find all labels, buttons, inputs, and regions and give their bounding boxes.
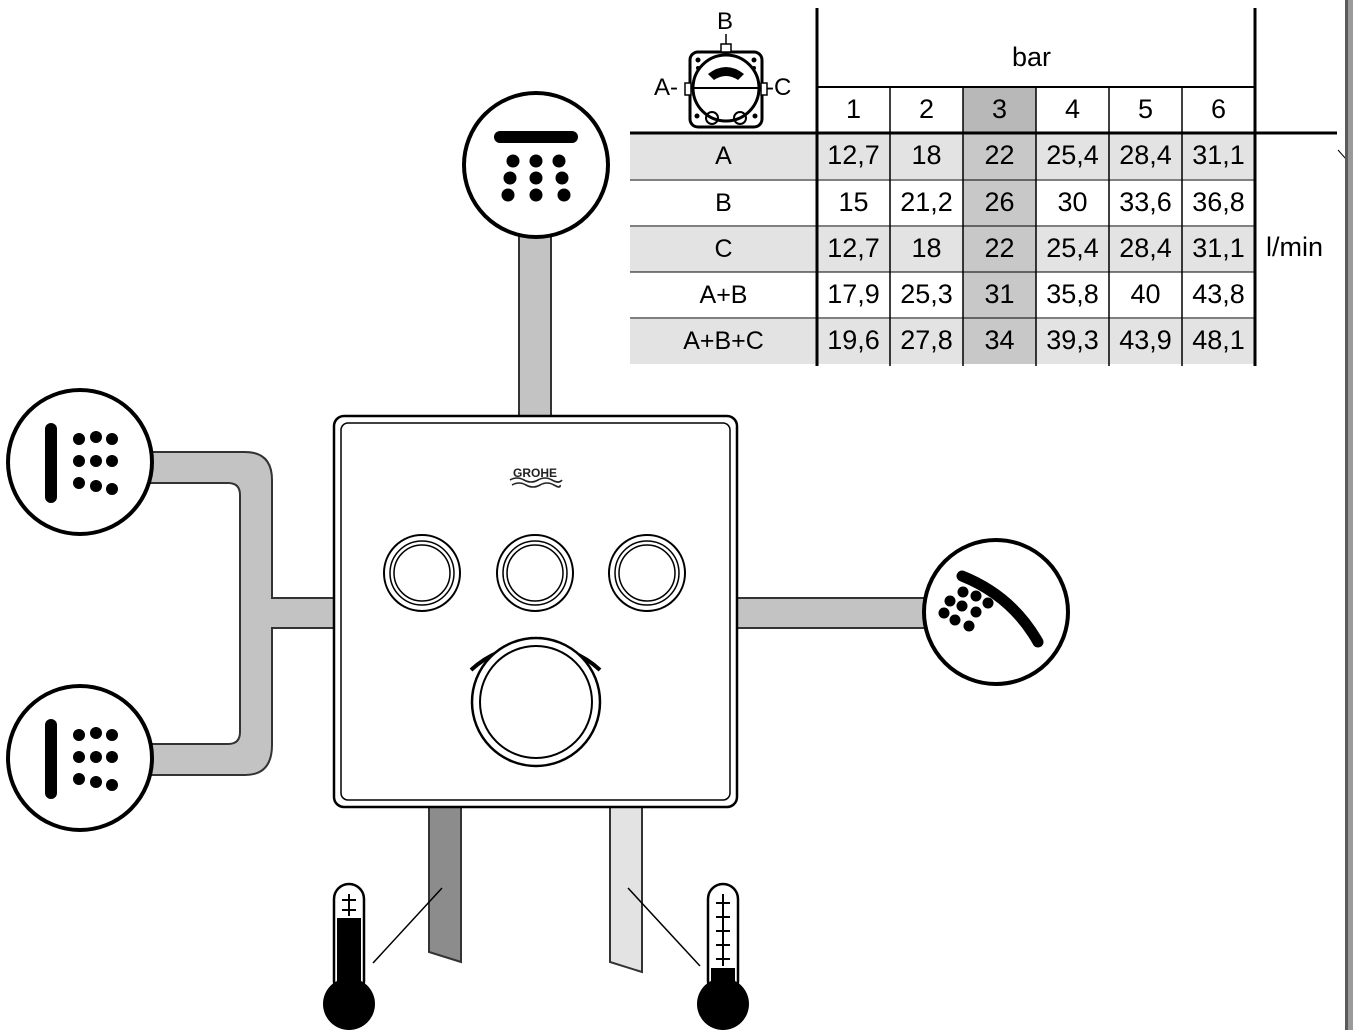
flow-value-cell: 28,4 (1119, 233, 1172, 263)
flow-value-cell: 22 (984, 140, 1015, 170)
flow-value-cell: 31,1 (1192, 233, 1245, 263)
flow-value-cell: 25,4 (1046, 233, 1099, 263)
flow-value-cell: 34 (984, 325, 1015, 355)
flow-value-cell: 21,2 (900, 187, 953, 217)
flow-value-cell: 19,6 (827, 325, 880, 355)
outlet-button-1[interactable] (383, 534, 461, 612)
pressure-value: 6 (1210, 94, 1227, 124)
flow-value-cell: 12,7 (827, 140, 880, 170)
flow-table-grid (630, 8, 1347, 366)
temperature-knob[interactable] (469, 636, 602, 768)
pressure-value: 3 (991, 94, 1008, 124)
outlet-row-label: A+B+C (683, 327, 764, 355)
unit-label: l/min (1266, 232, 1324, 262)
flow-value-cell: 39,3 (1046, 325, 1099, 355)
outlet-row-label: A+B (699, 281, 748, 309)
page-edge (1345, 0, 1353, 1030)
flow-value-cell: 27,8 (900, 325, 953, 355)
grohe-logo: GROHE (509, 466, 563, 488)
flow-value-cell: 17,9 (827, 279, 880, 309)
flow-value-cell: 12,7 (827, 233, 880, 263)
thermometer-cold-icon (627, 882, 749, 1030)
flow-value-cell: 31 (984, 279, 1015, 309)
outlet-button-3[interactable] (608, 534, 686, 612)
thermometer-hot-icon (323, 882, 443, 1030)
flow-value-cell: 18 (911, 233, 942, 263)
pressure-value: 5 (1137, 94, 1154, 124)
valve-label-a: A- (654, 74, 678, 101)
pressure-value: 4 (1064, 94, 1081, 124)
flow-value-cell: 25,3 (900, 279, 953, 309)
outlet-button-2[interactable] (496, 534, 574, 612)
flow-value-cell: 31,1 (1192, 140, 1245, 170)
flow-value-cell: 36,8 (1192, 187, 1245, 217)
page-edge-line (1345, 0, 1348, 1030)
flow-value-cell: 22 (984, 233, 1015, 263)
brand-text: GROHE (513, 466, 557, 480)
valve-icon (684, 34, 768, 129)
flow-value-cell: 18 (911, 140, 942, 170)
valve-label-c: -C (766, 74, 792, 101)
flow-value-cell: 43,9 (1119, 325, 1172, 355)
hand-shower-icon (922, 538, 1070, 686)
flow-value-cell: 28,4 (1119, 140, 1172, 170)
flow-value-cell: 15 (838, 187, 869, 217)
flow-value-cell: 26 (984, 187, 1015, 217)
flow-value-cell: 25,4 (1046, 140, 1099, 170)
outlet-row-label: A (715, 142, 732, 170)
flow-value-cell: 43,8 (1192, 279, 1245, 309)
body-jet-icon (6, 684, 154, 832)
body-jet-icon (6, 388, 154, 536)
flow-value-cell: 35,8 (1046, 279, 1099, 309)
pressure-value: 1 (845, 94, 862, 124)
pressure-value: 2 (918, 94, 935, 124)
pressure-header: bar (1012, 42, 1052, 72)
flow-value-cell: 40 (1130, 279, 1161, 309)
overhead-shower-icon (462, 91, 610, 239)
flow-value-cell: 30 (1057, 187, 1088, 217)
flow-value-cell: 48,1 (1192, 325, 1245, 355)
valve-label-b: B (717, 8, 734, 35)
outlet-row-label: B (715, 189, 732, 217)
flow-value-cell: 33,6 (1119, 187, 1172, 217)
outlet-row-label: C (714, 235, 733, 263)
